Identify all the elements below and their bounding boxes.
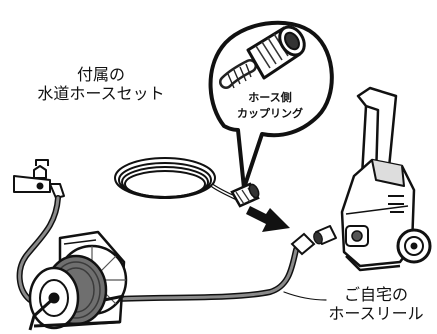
hose-side-coupling-label-line-2: カップリング xyxy=(237,106,303,120)
hose-side-coupling-label: ホース側 カップリング xyxy=(224,90,316,122)
pressure-washer-icon xyxy=(313,86,432,272)
hose-side-coupling-icon xyxy=(230,182,260,208)
included-hose-set-icon xyxy=(114,157,242,202)
coupling-callout xyxy=(208,20,334,190)
home-hose-reel-label-line-1: ご自宅の xyxy=(343,285,408,304)
included-hose-set-label-line-1: 付属の xyxy=(76,65,125,84)
home-hose xyxy=(93,232,327,303)
included-hose-set-label-line-2: 水道ホースセット xyxy=(37,83,165,103)
coupling-closeup-icon xyxy=(219,25,306,89)
water-faucet-icon xyxy=(13,159,65,199)
hose-reel-icon xyxy=(28,230,128,331)
home-hose-reel-label: ご自宅の ホースリール xyxy=(318,285,434,324)
faucet-hose xyxy=(16,195,61,303)
included-hose-set-label: 付属の 水道ホースセット xyxy=(26,65,176,104)
hose-side-coupling-label-line-1: ホース側 xyxy=(248,91,292,104)
connection-arrow-icon xyxy=(246,206,290,232)
home-hose-reel-label-line-2: ホースリール xyxy=(328,303,424,323)
